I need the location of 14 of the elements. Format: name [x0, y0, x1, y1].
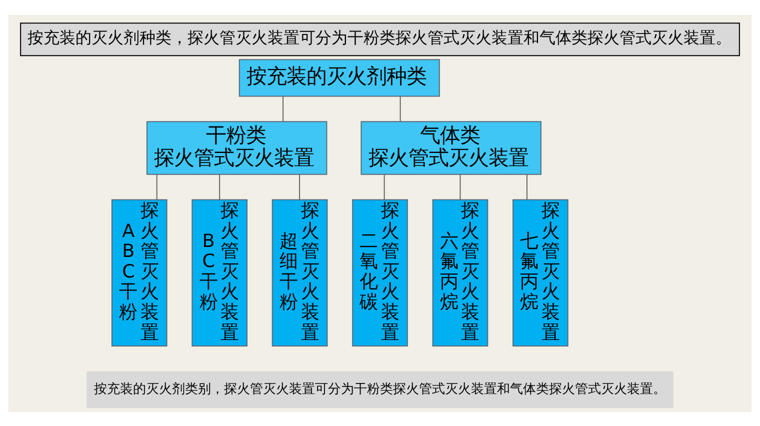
- node-box: ABC干粉 探火管灭火装置: [111, 198, 168, 346]
- node-box: 按充装的灭火剂种类: [238, 58, 440, 96]
- node-box: 干粉类 探火管式灭火装置: [146, 120, 328, 174]
- diagram-title: 按充装的灭火剂种类，探火管灭火装置可分为干粉类探火管式灭火装置和气体类探火管式灭火装置。: [28, 28, 732, 47]
- connector: [299, 174, 300, 200]
- connector: [282, 96, 284, 122]
- caption: 按充装的灭火剂类别，探火管灭火装置可分为干粉类探火管式灭火装置和气体类探火管式灭火装置。: [94, 382, 666, 397]
- connector: [219, 174, 220, 200]
- connector: [384, 174, 385, 200]
- connector: [400, 96, 401, 122]
- connector: [460, 174, 461, 200]
- node-box: 气体类 探火管式灭火装置: [360, 120, 542, 174]
- connector: [156, 174, 158, 200]
- connector: [526, 174, 528, 200]
